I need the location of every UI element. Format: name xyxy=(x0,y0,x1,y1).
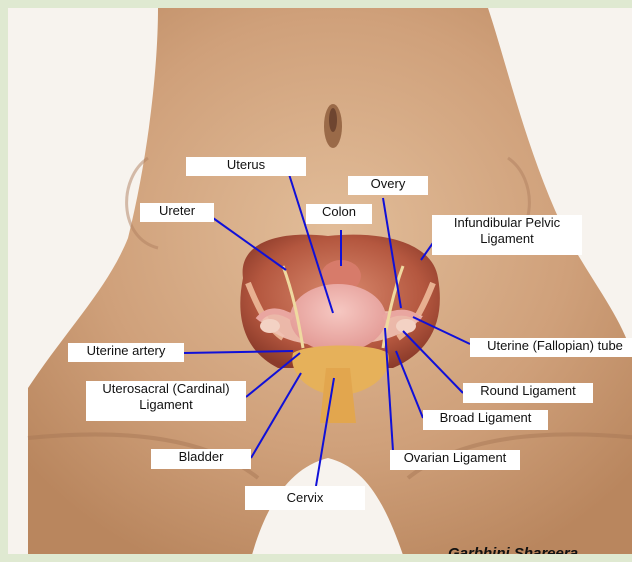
label-ureter: Ureter xyxy=(140,203,214,222)
label-fallopian-tube: Uterine (Fallopian) tube xyxy=(470,338,632,357)
pelvis-illustration xyxy=(8,8,632,562)
label-uterosacral-line1: Uterosacral (Cardinal) xyxy=(86,381,246,397)
label-overy: Overy xyxy=(348,176,428,195)
label-cervix: Cervix xyxy=(245,486,365,510)
label-uterus: Uterus xyxy=(186,157,306,176)
label-infundibular-line1: Infundibular Pelvic xyxy=(432,215,582,231)
label-ovarian-ligament: Ovarian Ligament xyxy=(390,450,520,470)
label-colon: Colon xyxy=(306,204,372,224)
uterus-shape xyxy=(290,284,386,352)
label-bladder: Bladder xyxy=(151,449,251,469)
label-uterosacral-ligament: Uterosacral (Cardinal) Ligament xyxy=(86,381,246,421)
label-broad-ligament: Broad Ligament xyxy=(423,410,548,430)
label-round-ligament: Round Ligament xyxy=(463,383,593,403)
label-infundibular-line2: Ligament xyxy=(432,231,582,247)
label-infundibular-pelvic-ligament: Infundibular Pelvic Ligament xyxy=(432,215,582,255)
label-uterosacral-line2: Ligament xyxy=(86,397,246,413)
label-uterine-artery: Uterine artery xyxy=(68,343,184,362)
credit-caption: Garbhini Shareera xyxy=(448,545,578,562)
